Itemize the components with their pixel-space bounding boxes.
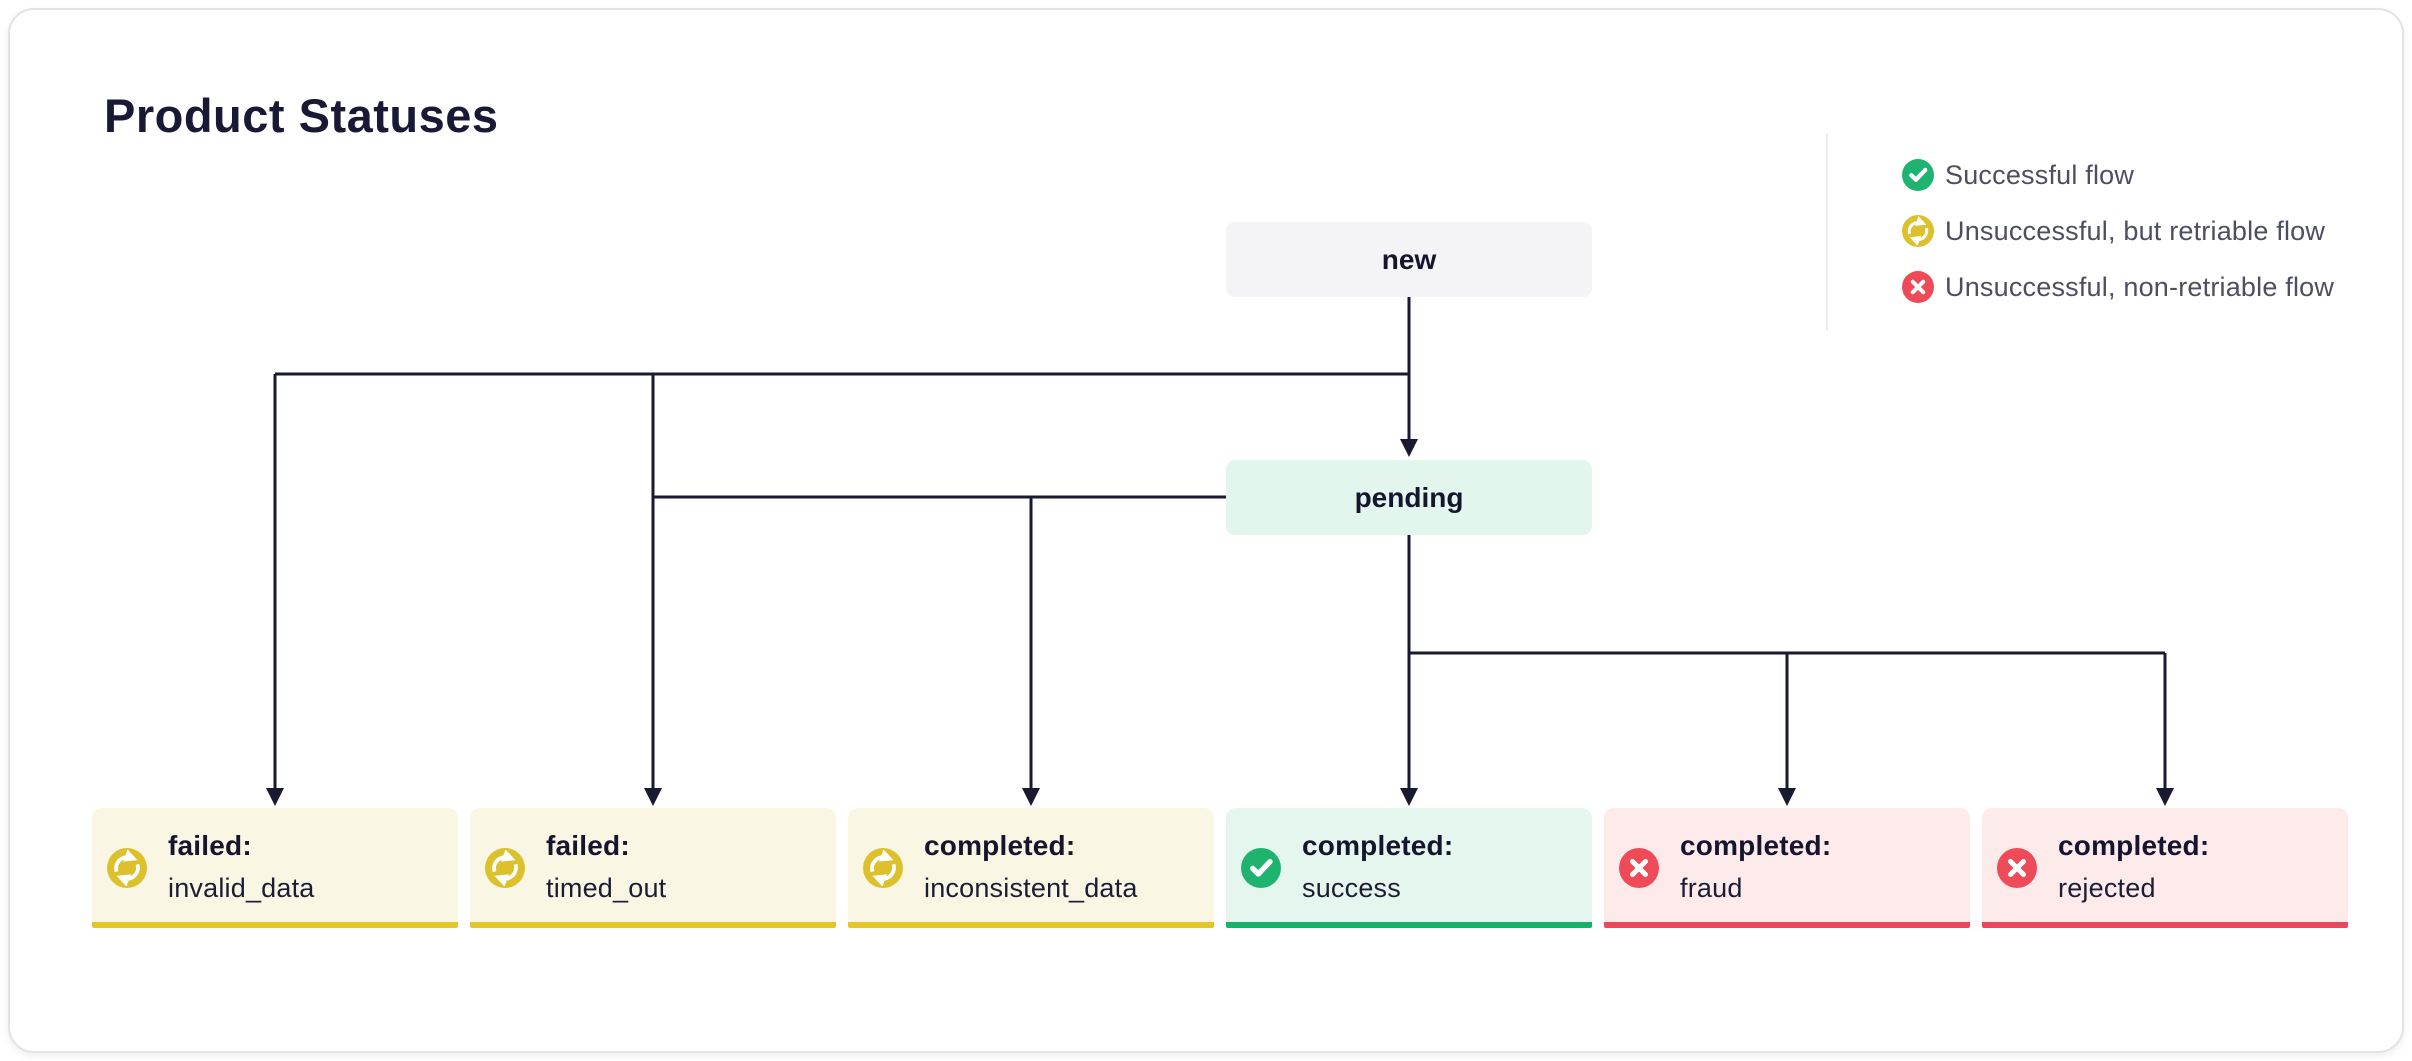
status-title: completed: — [924, 830, 1076, 861]
status-reason: inconsistent_data — [924, 873, 1138, 903]
x-circle-icon — [1619, 848, 1659, 888]
legend-item-retriable: Unsuccessful, but retriable flow — [1902, 214, 2334, 248]
x-circle-icon — [1997, 848, 2037, 888]
legend-label: Successful flow — [1945, 159, 2135, 190]
status-box-completed-inconsistent-data: completed: inconsistent_data — [848, 808, 1214, 928]
status-reason: rejected — [2058, 873, 2156, 903]
node-label: pending — [1354, 481, 1464, 513]
legend-label: Unsuccessful, but retriable flow — [1945, 215, 2326, 246]
status-box-completed-success: completed: success — [1226, 808, 1592, 928]
status-title: completed: — [1302, 830, 1454, 861]
x-circle-icon — [1902, 271, 1934, 303]
status-title: completed: — [1680, 830, 1832, 861]
status-box-failed-timed-out: failed: timed_out — [470, 808, 836, 928]
legend-label: Unsuccessful, non-retriable flow — [1945, 271, 2335, 302]
status-title: completed: — [2058, 830, 2210, 861]
legend-item-successful: Successful flow — [1902, 158, 2334, 192]
retry-circle-icon — [1902, 215, 1934, 247]
retry-circle-icon — [485, 848, 525, 888]
legend-item-non-retriable: Unsuccessful, non-retriable flow — [1902, 270, 2334, 304]
legend: Successful flow Unsuccessful, but retria… — [1902, 158, 2334, 326]
legend-divider — [1826, 133, 1828, 331]
status-title: failed: — [168, 830, 252, 861]
status-reason: timed_out — [546, 873, 667, 903]
status-box-completed-fraud: completed: fraud — [1604, 808, 1970, 928]
node-new: new — [1226, 222, 1592, 297]
retry-circle-icon — [107, 848, 147, 888]
status-reason: invalid_data — [168, 873, 315, 903]
status-box-failed-invalid-data: failed: invalid_data — [92, 808, 458, 928]
page-title: Product Statuses — [104, 89, 499, 142]
node-pending: pending — [1226, 460, 1592, 535]
status-reason: success — [1302, 873, 1401, 903]
check-circle-icon — [1241, 848, 1281, 888]
check-circle-icon — [1902, 159, 1934, 191]
status-box-completed-rejected: completed: rejected — [1982, 808, 2348, 928]
retry-circle-icon — [863, 848, 903, 888]
status-title: failed: — [546, 830, 630, 861]
node-label: new — [1381, 243, 1437, 275]
status-reason: fraud — [1680, 873, 1743, 903]
